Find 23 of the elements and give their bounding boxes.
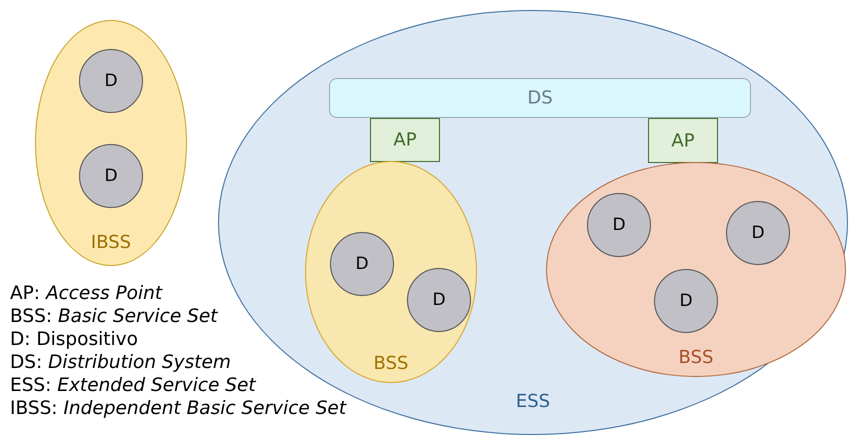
node-label: D (355, 254, 369, 274)
node-label: DS (527, 88, 553, 108)
abbreviation-definition: AP: Access Point (10, 282, 164, 305)
node-label: D (432, 290, 446, 310)
node-label: D (104, 71, 118, 91)
node-label: D (612, 215, 626, 235)
node-label: D (104, 166, 118, 186)
node-label: D (751, 223, 765, 243)
node-label: AP (393, 130, 417, 150)
node-label: AP (671, 130, 695, 151)
access-point-box (648, 118, 718, 163)
access-point-box (370, 118, 440, 162)
node-label: D (679, 291, 693, 311)
rounded-bar (329, 78, 751, 118)
abbreviation-definition: BSS: Basic Service Set (10, 305, 219, 328)
abbreviation-definition: D: Dispositivo (10, 328, 139, 351)
abbreviation-definition: ESS: Extended Service Set (10, 374, 258, 397)
node-label: BSS (678, 347, 714, 368)
node-label: BSS (374, 353, 408, 374)
node-label: IBSS (90, 232, 132, 253)
abbreviation-definition: DS: Distribution System (10, 351, 232, 374)
abbreviation-definition: IBSS: Independent Basic Service Set (10, 397, 346, 420)
node-label: ESS (516, 391, 550, 412)
